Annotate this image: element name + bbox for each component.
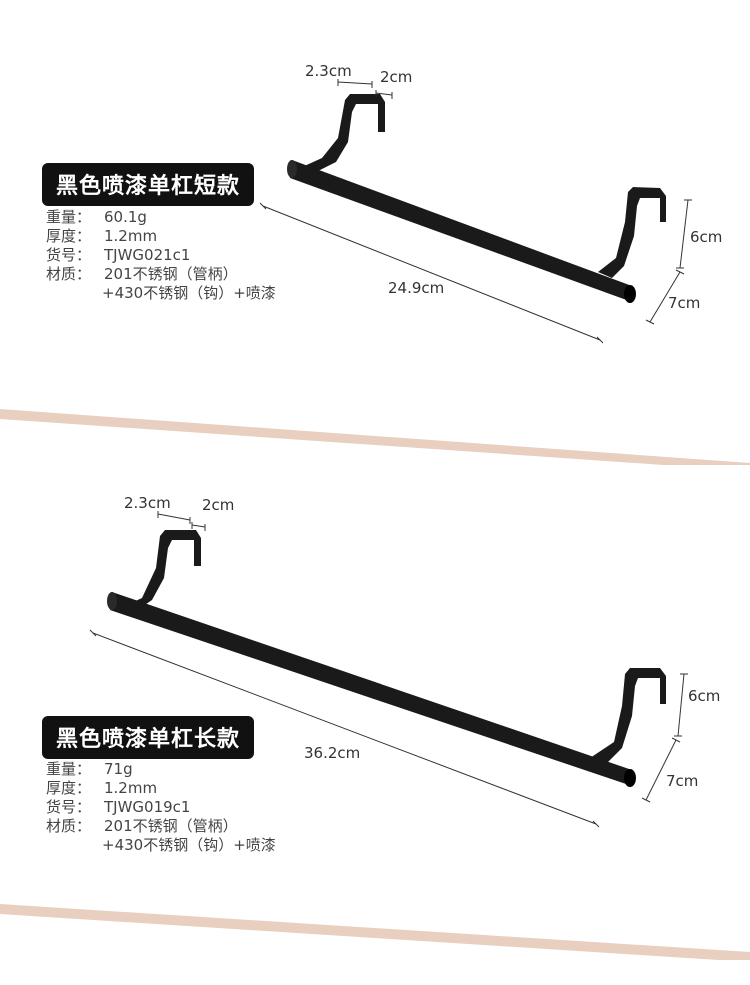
- spec-sku-value: TJWG019c1: [104, 798, 191, 816]
- spec-thickness-value: 1.2mm: [104, 227, 158, 245]
- long-dimension-lines: [89, 511, 688, 828]
- long-hook-gap-label: 2cm: [202, 496, 235, 514]
- long-spec-list: 重量： 71g 厚度： 1.2mm 货号： TJWG019c1 材质： 201不锈钢（管…: [46, 760, 276, 855]
- long-right-hook: [590, 668, 666, 764]
- spec-material-value-cont: +430不锈钢（钩）+喷漆: [102, 836, 276, 854]
- short-bar: [287, 160, 636, 303]
- spec-weight-value: 60.1g: [104, 208, 147, 226]
- spec-thickness-value: 1.2mm: [104, 779, 158, 797]
- spec-material-value-cont: +430不锈钢（钩）+喷漆: [102, 284, 276, 302]
- long-bar: [107, 592, 636, 787]
- spec-label: 重量：: [46, 760, 92, 778]
- short-hook-width-label: 2.3cm: [305, 62, 352, 80]
- section-divider: [0, 904, 750, 960]
- short-left-hook: [300, 94, 385, 175]
- spec-weight-value: 71g: [104, 760, 133, 778]
- short-product-title: 黑色喷漆单杠短款: [42, 163, 255, 206]
- long-depth-label: 7cm: [666, 772, 699, 790]
- spec-label: 材质：: [46, 817, 92, 835]
- long-length-label: 36.2cm: [304, 744, 361, 762]
- short-product-section: 2.3cm 2cm 24.9cm 6cm 7cm 黑色喷漆单杠短款 重量： 60.…: [0, 0, 750, 410]
- section-divider: [0, 409, 750, 465]
- spec-sku-value: TJWG021c1: [104, 246, 191, 264]
- short-dimension-lines: [259, 79, 692, 344]
- spec-label: 厚度：: [46, 227, 92, 245]
- long-product-illustration: [89, 511, 688, 828]
- spec-label: 重量：: [46, 208, 92, 226]
- short-length-label: 24.9cm: [388, 279, 445, 297]
- long-left-hook: [120, 530, 201, 615]
- long-product-section: 2.3cm 2cm 36.2cm 6cm 7cm 黑色喷漆单杠长款 重量： 71g…: [0, 470, 750, 910]
- spec-label: 货号：: [46, 246, 92, 264]
- spec-material-value: 201不锈钢（管柄）: [104, 265, 238, 283]
- long-product-title: 黑色喷漆单杠长款: [42, 716, 255, 759]
- spec-material-value: 201不锈钢（管柄）: [104, 817, 238, 835]
- short-spec-list: 重量： 60.1g 厚度： 1.2mm 货号： TJWG021c1 材质： 201不锈钢…: [46, 208, 276, 303]
- spec-label: 厚度：: [46, 779, 92, 797]
- short-height-label: 6cm: [690, 228, 723, 246]
- long-hook-width-label: 2.3cm: [124, 494, 171, 512]
- short-right-hook: [598, 187, 666, 278]
- short-product-illustration: [259, 79, 692, 344]
- spec-label: 材质：: [46, 265, 92, 283]
- spec-label: 货号：: [46, 798, 92, 816]
- short-depth-label: 7cm: [668, 294, 701, 312]
- short-hook-gap-label: 2cm: [380, 68, 413, 86]
- long-height-label: 6cm: [688, 687, 721, 705]
